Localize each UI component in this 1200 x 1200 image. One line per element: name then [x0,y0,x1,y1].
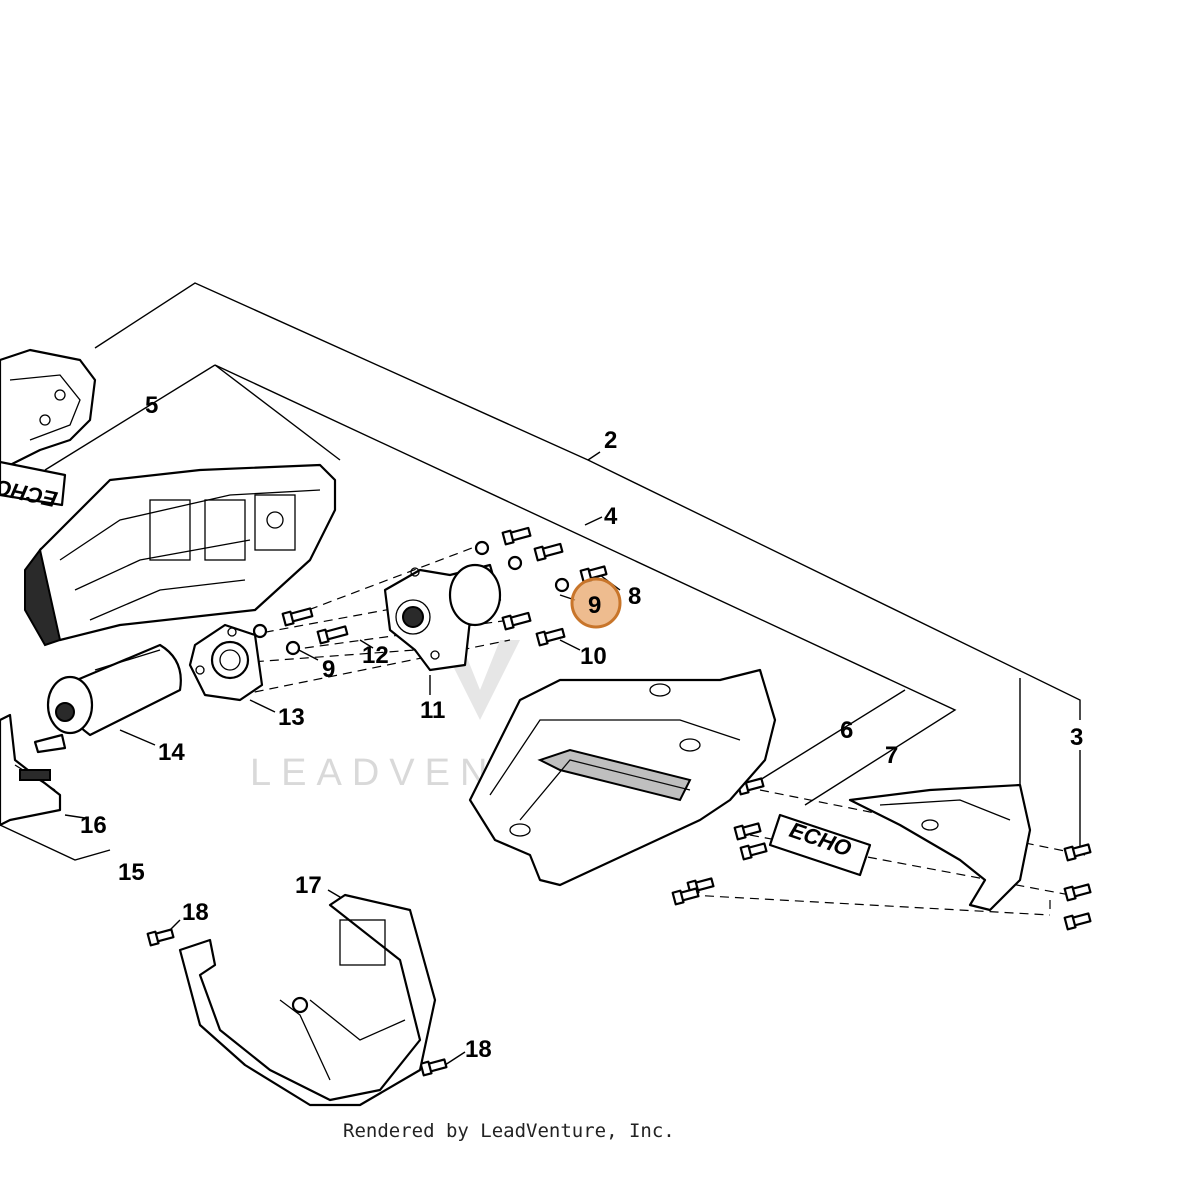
label-13: 13 [278,704,305,731]
screw [501,526,532,546]
part-right-cover [848,783,1032,912]
label-18: 18 [465,1036,492,1063]
footer-credit: Rendered by LeadVenture, Inc. [343,1120,675,1142]
part-gear-plate [188,623,264,702]
label-8: 8 [628,583,641,610]
part-main-housing [24,463,337,647]
label-14: 14 [158,739,185,766]
screw [533,542,564,562]
label-5: 5 [145,392,158,419]
screw [535,627,566,647]
label-2: 2 [604,427,617,454]
screw [316,625,349,645]
screw [501,611,532,631]
part-motor [33,643,182,754]
leader-lines [0,282,1081,1066]
label-18: 18 [182,899,209,926]
label-6: 6 [840,717,853,744]
part-right-housing [468,668,777,887]
label-9-highlighted[interactable]: 9 [588,592,601,619]
label-4: 4 [604,503,618,530]
label-11: 11 [420,697,445,724]
part-echo-decal: ECHO [768,813,872,877]
part-cover-top [0,348,97,472]
label-16: 16 [80,812,107,839]
part-handle-guard [178,893,437,1107]
label-9: 9 [322,656,335,683]
label-17: 17 [295,872,322,899]
label-15: 15 [118,859,145,886]
label-7: 7 [885,742,898,769]
part-gearbox [383,563,502,672]
echo-logo-left: ECHO [0,460,67,512]
part-switch-assembly [0,713,62,827]
screw [281,607,314,627]
label-3: 3 [1070,724,1083,751]
highlight-circle-9 [570,577,622,629]
label-10: 10 [580,643,607,670]
label-12: 12 [362,642,389,669]
